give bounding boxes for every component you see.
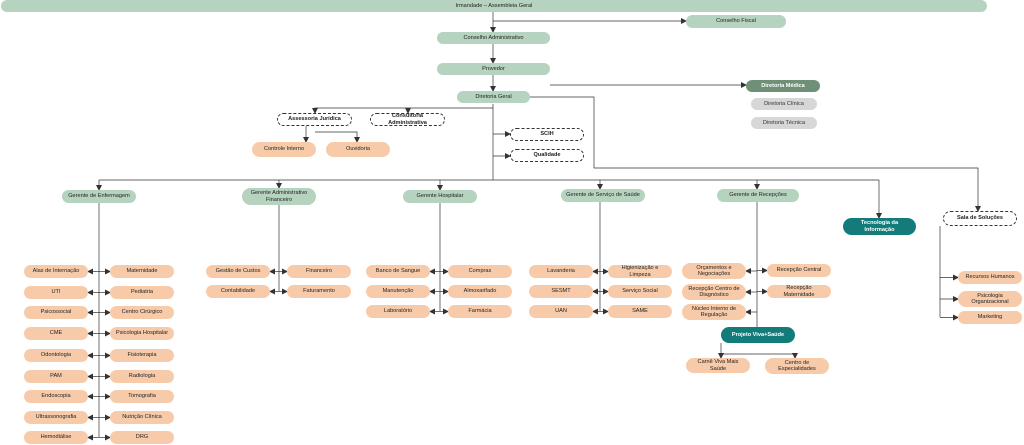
centro-especialidades-box: Centro de Especialidades bbox=[765, 358, 829, 374]
enfermagem-right-item: Fisioterapia bbox=[110, 349, 174, 362]
gestao-custos-box: Gestão de Custos bbox=[206, 265, 270, 278]
sesmt-box: SESMT bbox=[529, 285, 593, 298]
enfermagem-left-item: Endoscopia bbox=[24, 390, 88, 403]
diretoria-geral-box: Diretoria Geral bbox=[457, 91, 530, 103]
diretoria-tecnica-box: Diretoria Técnica bbox=[751, 117, 817, 129]
servico-social-box: Serviço Social bbox=[608, 285, 672, 298]
enfermagem-left-item: CME bbox=[24, 327, 88, 340]
carne-viva-mais-saude-box: Carnê Viva Mais Saúde bbox=[686, 358, 750, 373]
enfermagem-left-item: UTI bbox=[24, 286, 88, 299]
gerente-administrativo-financeiro-box: Gerente Administrativo Financeiro bbox=[242, 188, 316, 205]
qualidade-box: Qualidade bbox=[510, 149, 584, 162]
higienizacao-limpeza-box: Higienização e Limpeza bbox=[608, 265, 672, 278]
recursos-humanos-box: Recursos Humanos bbox=[958, 271, 1022, 284]
recepcao-centro-diagnostico-box: Recepção Centro de Diagnóstico bbox=[682, 284, 746, 300]
psicologia-organizacional-box: Psicologia Organizacional bbox=[958, 291, 1022, 307]
enfermagem-left-item: Psicossocial bbox=[24, 306, 88, 319]
conselho-administrativo-box: Conselho Administrativo bbox=[437, 32, 550, 44]
compras-box: Compras bbox=[448, 265, 512, 278]
enfermagem-right-item: Centro Cirúrgico bbox=[110, 306, 174, 319]
irmandade-assembleia-geral-box: Irmandade – Assembleia Geral bbox=[1, 0, 987, 12]
recepcao-maternidade-box: Recepção Maternidade bbox=[767, 285, 831, 298]
banco-sangue-box: Banco de Sangue bbox=[366, 265, 430, 278]
contabilidade-box: Contabilidade bbox=[206, 285, 270, 298]
controle-interno-box: Controle Interno bbox=[252, 142, 316, 157]
nucleo-interno-regulacao-box: Núcleo Interno de Regulação bbox=[682, 304, 746, 320]
gerente-servico-saude-box: Gerente de Serviço de Saúde bbox=[561, 189, 645, 202]
enfermagem-right-item: Maternidade bbox=[110, 265, 174, 278]
ouvidoria-box: Ouvidoria bbox=[326, 142, 390, 157]
uan-box: UAN bbox=[529, 305, 593, 318]
enfermagem-right-item: Nutrição Clínica bbox=[110, 411, 174, 424]
enfermagem-left-item: Alas de Internação bbox=[24, 265, 88, 278]
enfermagem-right-item: Tomografia bbox=[110, 390, 174, 403]
enfermagem-right-item: DRG bbox=[110, 431, 174, 444]
provedor-box: Provedor bbox=[437, 63, 550, 75]
same-box: SAME bbox=[608, 305, 672, 318]
enfermagem-left-item: Ultrassonografia bbox=[24, 411, 88, 424]
recepcao-central-box: Recepção Central bbox=[767, 264, 831, 277]
consultoria-administrativa-box: Consultoria Administrativa bbox=[370, 113, 445, 126]
orcamentos-negociacoes-box: Orçamentos e Negociações bbox=[682, 263, 746, 279]
enfermagem-right-item: Psicologia Hospitalar bbox=[110, 327, 174, 340]
diretoria-medica-box: Diretoria Médica bbox=[746, 80, 820, 92]
manutencao-box: Manutenção bbox=[366, 285, 430, 298]
gerente-recepcoes-box: Gerente de Recepções bbox=[717, 189, 799, 202]
faturamento-box: Faturamento bbox=[287, 285, 351, 298]
enfermagem-left-item: Hemodiálise bbox=[24, 431, 88, 444]
enfermagem-left-item: PAM bbox=[24, 370, 88, 383]
conselho-fiscal-box: Conselho Fiscal bbox=[686, 15, 786, 28]
projeto-viva-saude-box: Projeto Viva+Saúde bbox=[721, 327, 795, 343]
almoxarifado-box: Almoxarifado bbox=[448, 285, 512, 298]
scih-box: SCIH bbox=[510, 128, 584, 141]
farmacia-box: Farmácia bbox=[448, 305, 512, 318]
sala-solucoes-box: Sala de Soluções bbox=[943, 211, 1017, 226]
enfermagem-right-item: Radiologia bbox=[110, 370, 174, 383]
financeiro-box: Financeiro bbox=[287, 265, 351, 278]
marketing-box: Marketing bbox=[958, 311, 1022, 324]
enfermagem-left-item: Odontologia bbox=[24, 349, 88, 362]
lavanderia-box: Lavanderia bbox=[529, 265, 593, 278]
enfermagem-right-item: Pediatria bbox=[110, 286, 174, 299]
laboratorio-box: Laboratório bbox=[366, 305, 430, 318]
tecnologia-informacao-box: Tecnologia da Informação bbox=[843, 218, 916, 235]
diretoria-clinica-box: Diretoria Clínica bbox=[751, 98, 817, 110]
gerente-hospitalar-box: Gerente Hospitalar bbox=[403, 190, 477, 203]
gerente-enfermagem-box: Gerente de Enfermagem bbox=[62, 190, 136, 203]
assessoria-juridica-box: Assessoria Jurídica bbox=[277, 113, 352, 126]
